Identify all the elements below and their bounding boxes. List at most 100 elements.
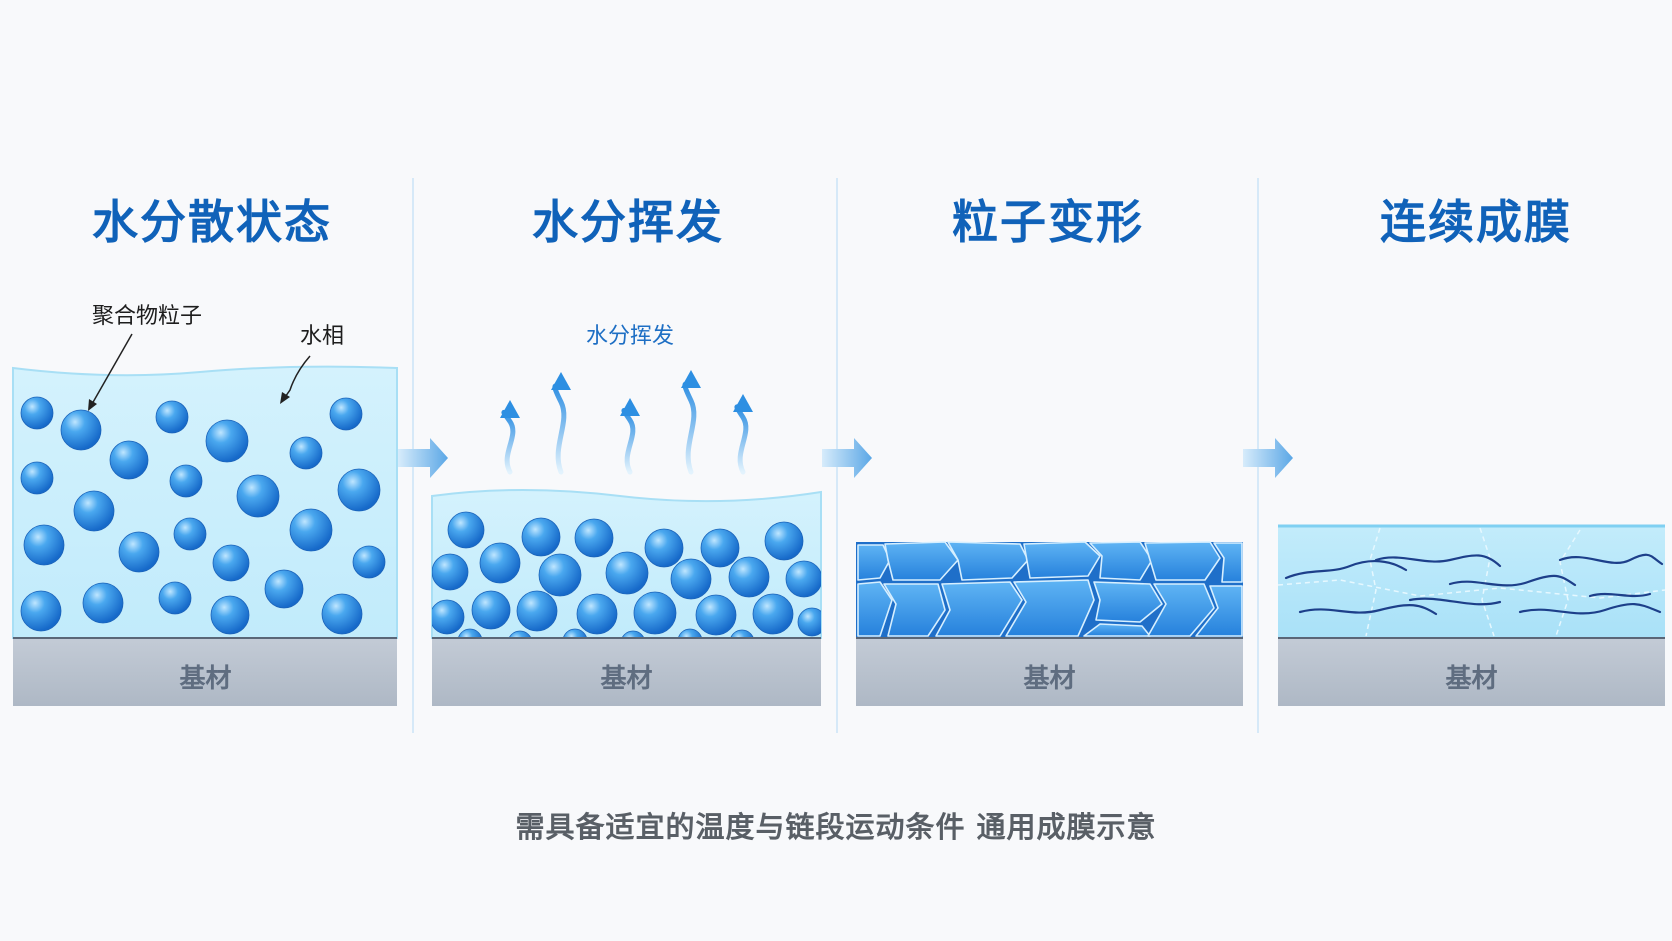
particle-group-1 xyxy=(20,396,386,635)
arrow-head-icon xyxy=(681,370,701,388)
substrate-label-4: 基材 xyxy=(1445,664,1498,694)
deformed-particle xyxy=(1093,581,1163,623)
polymer-particle xyxy=(210,595,250,635)
panel-dispersion xyxy=(12,333,398,706)
polymer-particle xyxy=(169,464,203,498)
stage-arrow-1 xyxy=(398,438,448,478)
particle-group-2 xyxy=(432,511,821,638)
polymer-particle xyxy=(730,629,754,638)
polymer-particle xyxy=(677,628,703,638)
stage-arrow-3 xyxy=(1243,438,1293,478)
deformed-particle xyxy=(1089,541,1153,581)
polymer-chain xyxy=(1588,592,1652,598)
label-polymer-particle: 聚合物粒子 xyxy=(92,304,203,329)
deformed-particle xyxy=(883,583,946,637)
polymer-particle xyxy=(60,409,102,451)
evaporation-arrow-stem xyxy=(621,408,636,475)
deformed-particle xyxy=(857,581,893,637)
evaporation-arrows xyxy=(500,370,753,475)
polymer-particle xyxy=(205,419,249,463)
stage-title-1: 水分散状态 xyxy=(92,195,332,249)
water-phase-1 xyxy=(12,365,398,639)
deformed-particle xyxy=(857,544,891,581)
substrate-label-2: 基材 xyxy=(600,664,653,694)
polymer-particle xyxy=(321,593,363,635)
polymer-chain xyxy=(1558,553,1664,566)
polymer-chain xyxy=(1448,574,1577,587)
label-evaporation: 水分挥发 xyxy=(585,324,674,349)
polymer-particle xyxy=(752,593,794,635)
panel-evaporation xyxy=(431,370,822,706)
polymer-particle xyxy=(20,396,54,430)
arrow-head-icon xyxy=(551,372,571,390)
polymer-particle xyxy=(605,551,649,595)
polymer-particle xyxy=(576,593,618,635)
panel-deformation xyxy=(856,541,1243,706)
polymer-particle xyxy=(471,590,511,630)
film-polymer-chains xyxy=(1277,527,1666,637)
polymer-chain xyxy=(1518,603,1662,615)
pointer-particle xyxy=(91,333,133,405)
polymer-particle xyxy=(118,531,160,573)
film-boundary xyxy=(1277,579,1666,599)
polymer-particle xyxy=(785,560,821,598)
polymer-particle xyxy=(289,436,323,470)
polymer-particle xyxy=(109,440,149,480)
polymer-particle xyxy=(633,591,677,635)
film-boundary xyxy=(1365,527,1381,637)
polymer-particle xyxy=(670,558,712,600)
arrow-head-icon xyxy=(733,394,753,412)
stage-title-4: 连续成膜 xyxy=(1380,195,1572,249)
deformed-particle xyxy=(1213,542,1243,583)
deformed-particle xyxy=(1147,583,1215,637)
deformed-particle xyxy=(935,581,1023,637)
deformed-particle xyxy=(1005,579,1095,637)
polymer-chain xyxy=(1298,604,1438,616)
polymer-particle xyxy=(352,545,386,579)
polymer-particle xyxy=(479,542,521,584)
polymer-particle xyxy=(432,599,465,635)
polymer-particle xyxy=(264,569,304,609)
evaporation-arrow-stem xyxy=(501,409,516,475)
substrate-1 xyxy=(13,638,397,706)
stage-title-2: 水分挥发 xyxy=(532,195,724,249)
substrate-4 xyxy=(1278,638,1665,706)
polymer-chain xyxy=(1374,554,1502,568)
pointer-water xyxy=(282,355,311,401)
polymer-particle xyxy=(574,518,614,558)
deformed-particles xyxy=(857,541,1243,637)
polymer-particle xyxy=(173,517,207,551)
polymer-particle xyxy=(447,511,485,549)
polymer-particle xyxy=(20,461,54,495)
substrate-label-1: 基材 xyxy=(179,664,232,694)
film-boundary xyxy=(1479,527,1495,637)
polymer-chain xyxy=(1408,597,1502,606)
substrate-2 xyxy=(432,638,821,706)
polymer-particle xyxy=(329,397,363,431)
caption: 需具备适宜的温度与链段运动条件 通用成膜示意 xyxy=(515,810,1157,844)
polymer-particle xyxy=(236,474,280,518)
polymer-particle xyxy=(695,594,737,636)
polymer-particle xyxy=(728,556,770,598)
polymer-particle xyxy=(700,528,740,568)
deformed-particle xyxy=(947,541,1029,581)
polymer-particle xyxy=(73,490,115,532)
substrate-label-3: 基材 xyxy=(1023,664,1076,694)
polymer-particle xyxy=(158,581,192,615)
polymer-particle xyxy=(508,630,532,638)
deformed-particle xyxy=(884,541,959,581)
arrow-head-icon xyxy=(620,398,640,416)
polymer-particle xyxy=(212,544,250,582)
polymer-particle xyxy=(432,553,469,591)
polymer-chain xyxy=(1284,560,1408,580)
polymer-particle xyxy=(516,590,558,632)
polymer-particle xyxy=(457,628,483,638)
stage-arrow-2 xyxy=(822,438,872,478)
polymer-particle xyxy=(562,628,588,638)
panel-film xyxy=(1277,524,1666,706)
polymer-particle xyxy=(337,468,381,512)
polymer-particle xyxy=(538,553,582,597)
polymer-particle xyxy=(23,524,65,566)
